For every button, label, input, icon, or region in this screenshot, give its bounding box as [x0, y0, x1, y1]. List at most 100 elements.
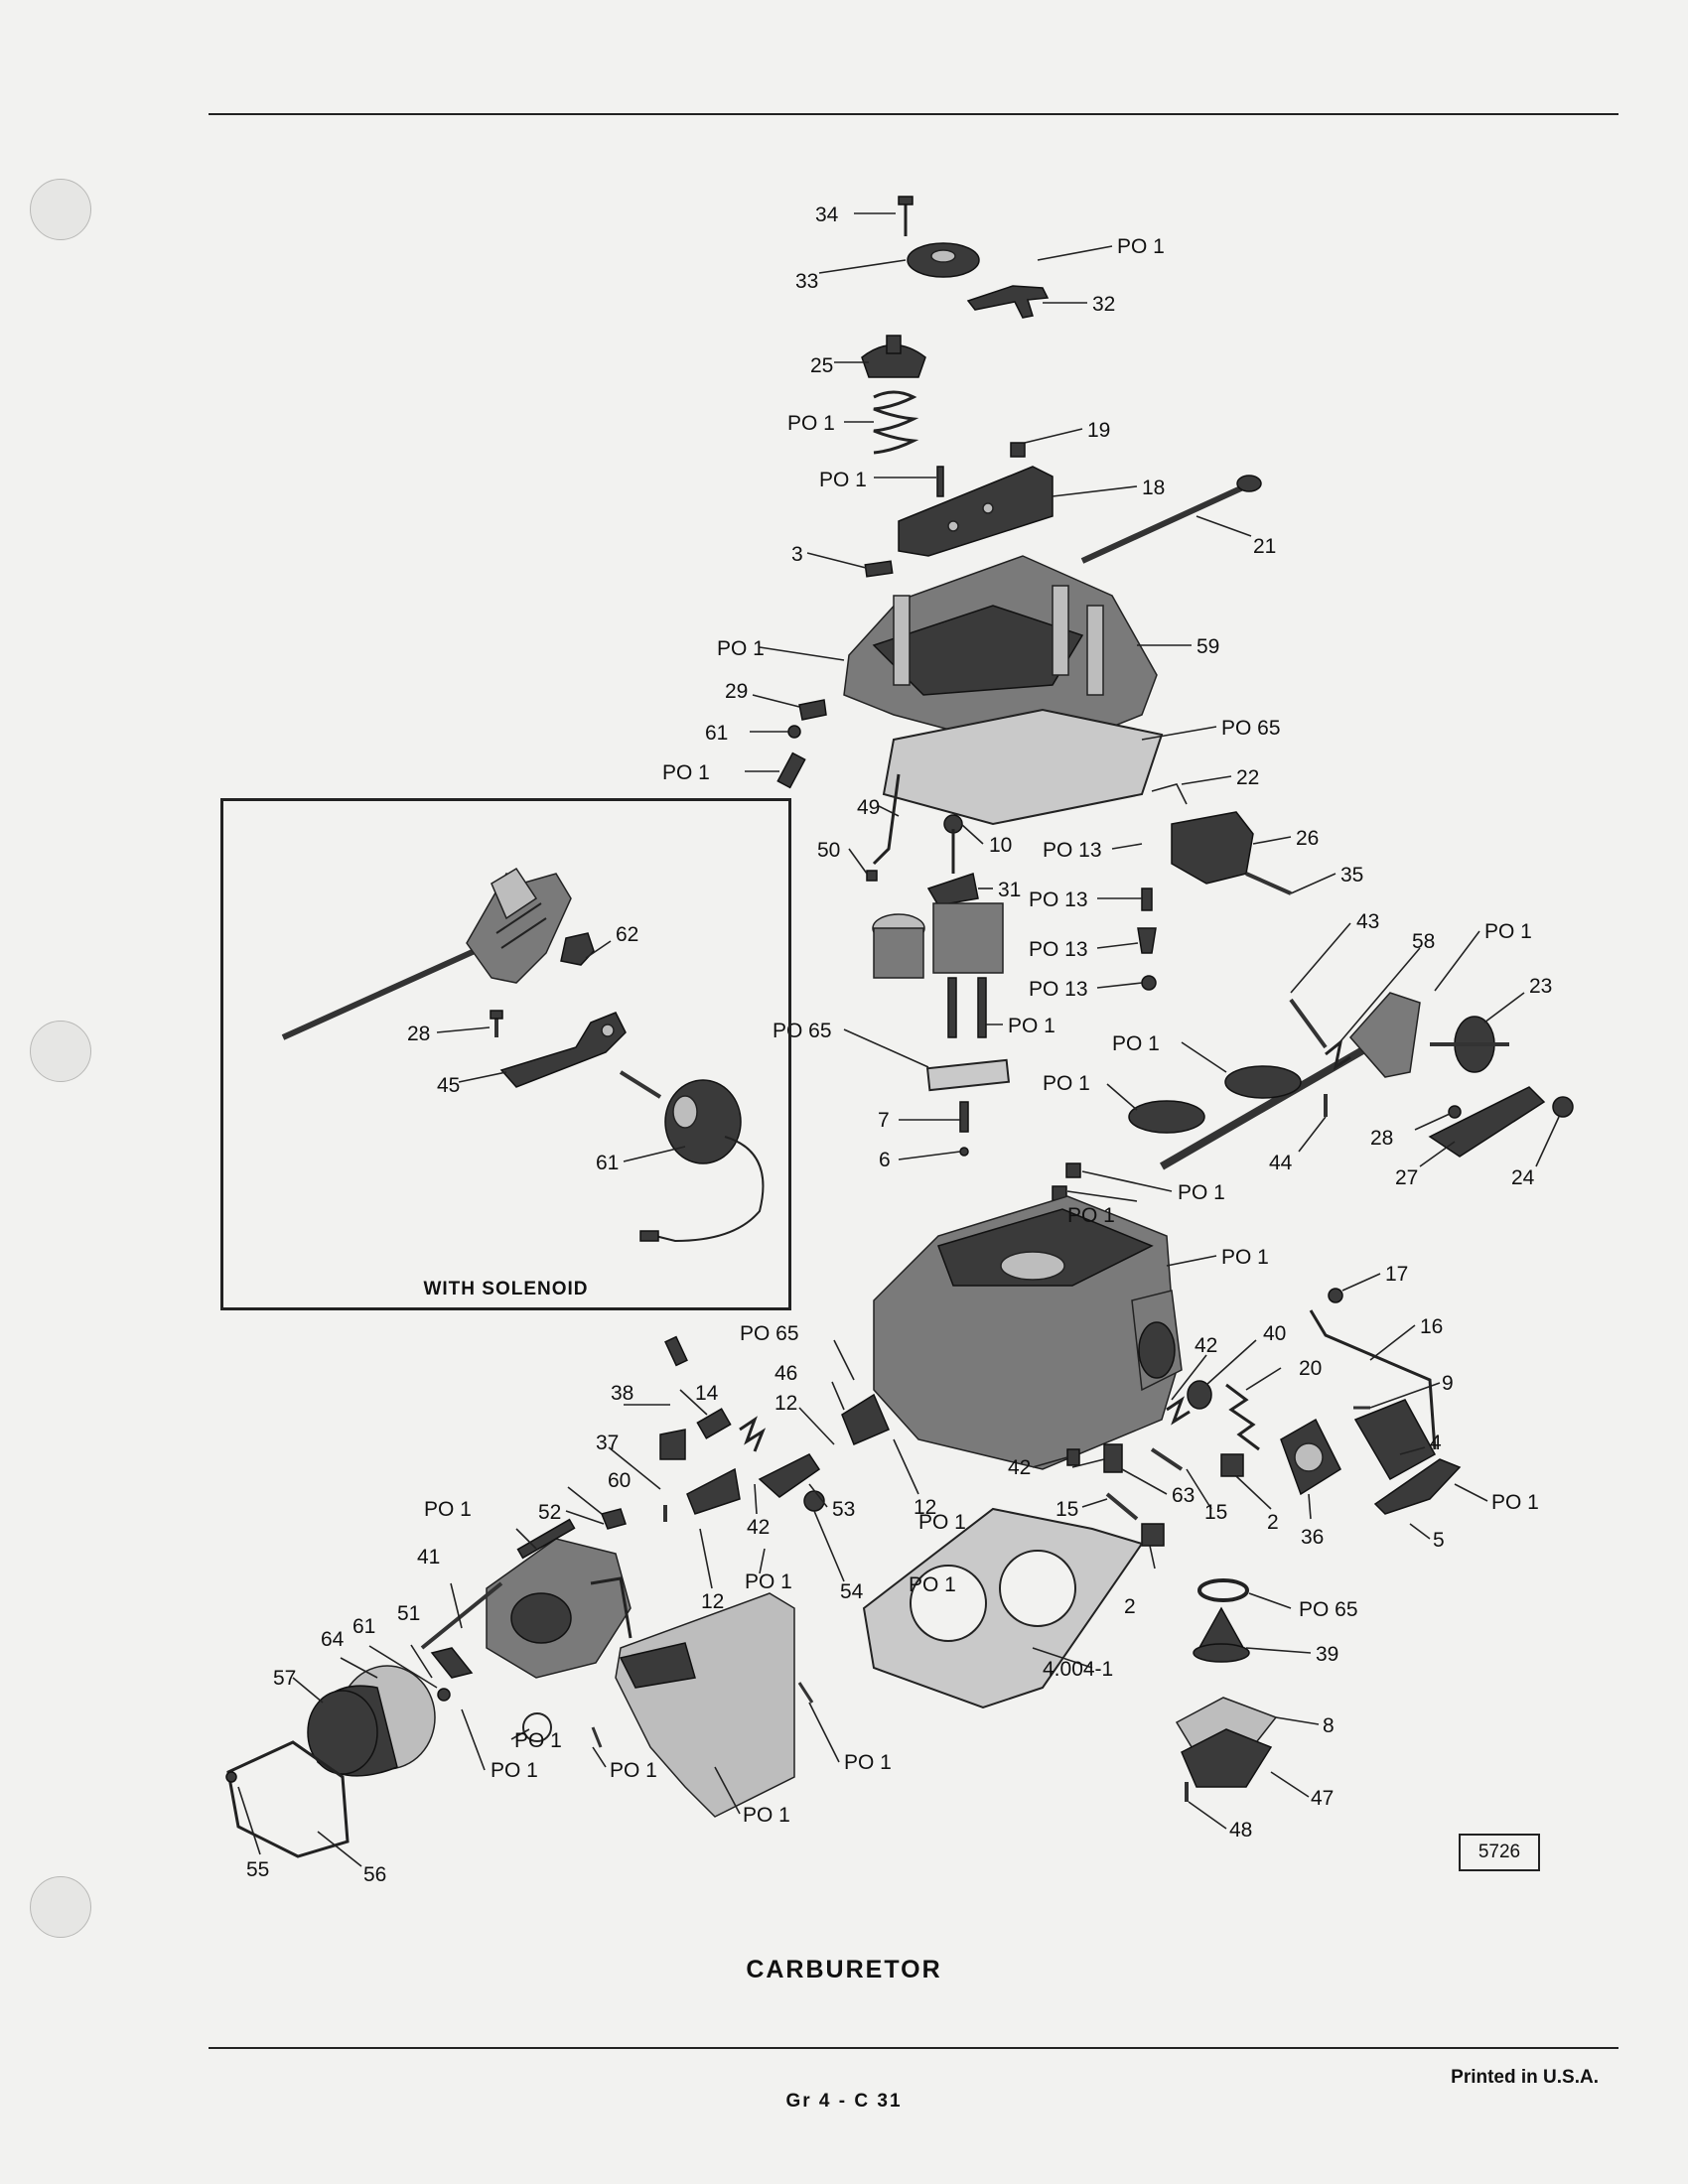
- callout-label: 60: [608, 1469, 631, 1492]
- callout-label: 21: [1253, 535, 1276, 558]
- callout-label: 38: [611, 1382, 633, 1405]
- callout-label: 53: [832, 1498, 855, 1521]
- callout-label: 20: [1299, 1357, 1322, 1380]
- callout-label: 29: [725, 680, 748, 703]
- callout-label: PO 1: [1112, 1032, 1160, 1055]
- hole-punch-bottom: [30, 1876, 91, 1938]
- callout-label: 61: [705, 722, 728, 745]
- callout-label: 25: [810, 354, 833, 377]
- callout-label: 43: [1356, 910, 1379, 933]
- callout-label: 12: [914, 1496, 936, 1519]
- callout-label: 15: [1204, 1501, 1227, 1524]
- callout-label: 37: [596, 1432, 619, 1454]
- callout-label: PO 1: [787, 412, 835, 435]
- callout-labels: 34 PO 1 33 32 25 PO 1 19 PO 1 18 21 3 PO…: [246, 204, 1552, 1886]
- callout-label: 42: [747, 1516, 770, 1539]
- callout-label: 34: [815, 204, 839, 226]
- diagram-caption: CARBURETOR: [746, 1956, 942, 1983]
- callout-label: PO 1: [1491, 1491, 1539, 1514]
- callout-label: 6: [879, 1149, 891, 1171]
- callout-label: PO 1: [514, 1729, 562, 1752]
- solenoid-inset-drawing: [281, 867, 765, 1243]
- page-number: Gr 4 - C 31: [785, 2091, 903, 2112]
- leader-lines: [237, 212, 1560, 1867]
- callout-label: 8: [1323, 1714, 1335, 1737]
- callout-label: PO 1: [745, 1570, 792, 1593]
- hole-punch-top: [30, 179, 91, 240]
- callout-label: PO 13: [1029, 888, 1088, 911]
- callout-label: 12: [774, 1392, 797, 1415]
- callout-label: 42: [1008, 1456, 1031, 1479]
- callout-label: 9: [1442, 1372, 1454, 1395]
- callout-label: 22: [1236, 766, 1259, 789]
- callout-label: 27: [1395, 1166, 1418, 1189]
- callout-label: 49: [857, 796, 880, 819]
- callout-label: 59: [1196, 635, 1219, 658]
- callout-label: 50: [817, 839, 840, 862]
- callout-label: PO 1: [1178, 1181, 1225, 1204]
- callout-label: 3: [791, 543, 803, 566]
- hole-punch-middle: [30, 1021, 91, 1082]
- callout-label: 23: [1529, 975, 1552, 998]
- callout-label: 4.004-1: [1043, 1658, 1113, 1681]
- inset-callout-label: 28: [407, 1023, 430, 1045]
- callout-label: 55: [246, 1858, 269, 1881]
- callout-label: 36: [1301, 1526, 1324, 1549]
- callout-label: 33: [795, 270, 818, 293]
- callout-label: PO 1: [1221, 1246, 1269, 1269]
- callout-label: PO 1: [1043, 1072, 1090, 1095]
- bottom-rule: [209, 2047, 1618, 2049]
- callout-label: 57: [273, 1667, 296, 1690]
- callout-label: 39: [1316, 1643, 1338, 1666]
- inset-callout-label: 62: [616, 923, 638, 946]
- callout-label: 2: [1124, 1595, 1136, 1618]
- callout-label: 15: [1055, 1498, 1078, 1521]
- callout-label: 41: [417, 1546, 440, 1569]
- parts-illustration: [225, 196, 1574, 1858]
- callout-label: PO 1: [909, 1573, 956, 1596]
- callout-label: PO 65: [1221, 717, 1281, 740]
- callout-label: 2: [1267, 1511, 1279, 1534]
- callout-label: 56: [363, 1863, 386, 1886]
- callout-label: 24: [1511, 1166, 1535, 1189]
- callout-label: 61: [352, 1615, 375, 1638]
- callout-label: 64: [321, 1628, 345, 1651]
- figure-number: 5726: [1477, 1842, 1521, 1862]
- callout-label: PO 1: [918, 1511, 966, 1534]
- callout-label: PO 65: [773, 1020, 832, 1042]
- callout-label: PO 1: [717, 637, 765, 660]
- solenoid-inset-box: [220, 798, 791, 1310]
- callout-label: 48: [1229, 1819, 1252, 1842]
- callout-label: 40: [1263, 1322, 1286, 1345]
- callout-label: 5: [1433, 1529, 1445, 1552]
- callout-label: 63: [1172, 1484, 1195, 1507]
- callout-label: PO 1: [424, 1498, 472, 1521]
- callout-label: PO 65: [1299, 1598, 1358, 1621]
- callout-label: PO 1: [1008, 1015, 1055, 1037]
- callout-label: 7: [878, 1109, 890, 1132]
- callout-label: PO 1: [610, 1759, 657, 1782]
- callout-label: 42: [1195, 1334, 1217, 1357]
- callout-label: PO 1: [1067, 1204, 1115, 1227]
- callout-label: 52: [538, 1501, 561, 1524]
- inset-caption: WITH SOLENOID: [423, 1279, 589, 1299]
- callout-label: 58: [1412, 930, 1435, 953]
- callout-label: PO 1: [662, 761, 710, 784]
- callout-label: PO 1: [743, 1804, 790, 1827]
- callout-label: 47: [1311, 1787, 1334, 1810]
- inset-leader-lines: [436, 940, 686, 1162]
- callout-label: PO 1: [1117, 235, 1165, 258]
- callout-label: PO 13: [1029, 938, 1088, 961]
- callout-label: PO 1: [819, 469, 867, 491]
- printed-note: Printed in U.S.A.: [1451, 2067, 1599, 2088]
- callout-label: 19: [1087, 419, 1110, 442]
- callout-label: PO 1: [491, 1759, 538, 1782]
- inset-callout-labels: 62 28 45 61: [407, 923, 638, 1174]
- callout-label: 10: [989, 834, 1012, 857]
- callout-label: PO 1: [844, 1751, 892, 1774]
- callout-label: PO 13: [1043, 839, 1102, 862]
- callout-label: 54: [840, 1580, 864, 1603]
- callout-label: 14: [695, 1382, 719, 1405]
- callout-label: PO 1: [1484, 920, 1532, 943]
